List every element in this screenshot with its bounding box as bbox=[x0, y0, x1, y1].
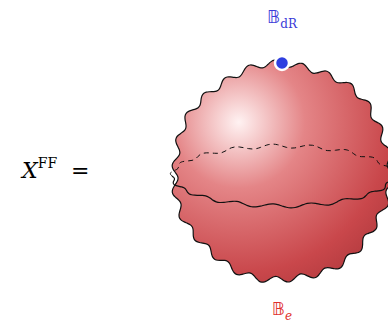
superscript: FF bbox=[38, 155, 57, 171]
equals-sign: = bbox=[71, 158, 89, 183]
ring-symbol: 𝔹 bbox=[272, 298, 285, 319]
space-label: XFF= bbox=[22, 160, 90, 182]
subscript: dR bbox=[280, 17, 297, 31]
equator-back bbox=[170, 144, 388, 176]
point-label: 𝔹dR bbox=[267, 8, 297, 26]
equator-front bbox=[172, 176, 388, 208]
subscript: e bbox=[285, 309, 292, 323]
region-label: 𝔹e bbox=[272, 300, 292, 318]
point-dot bbox=[275, 56, 289, 70]
wavy-sphere bbox=[172, 60, 388, 282]
space-symbol: X bbox=[22, 158, 38, 183]
ring-symbol: 𝔹 bbox=[267, 6, 280, 27]
